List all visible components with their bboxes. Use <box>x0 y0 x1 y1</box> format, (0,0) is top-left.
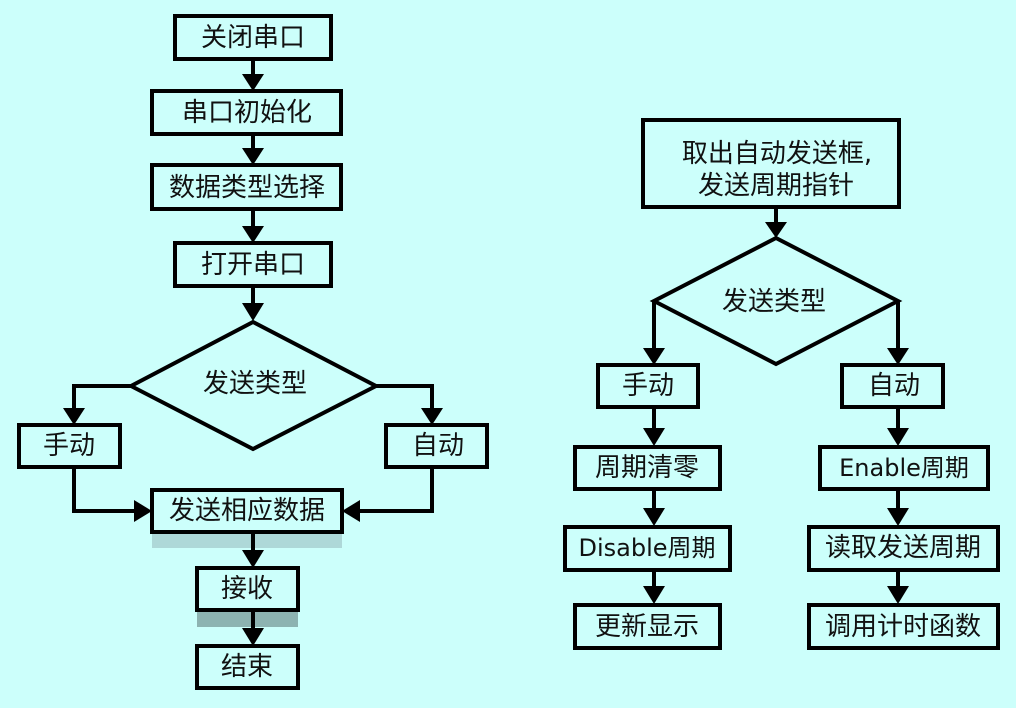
label-disable-period: Disable周期 <box>578 534 715 562</box>
arrow-head <box>887 428 909 446</box>
node-update-display: 更新显示 <box>573 603 722 650</box>
label-auto-right: 自动 <box>868 371 920 401</box>
label-send-type-left: 发送类型 <box>203 369 307 399</box>
arrow-head <box>242 550 264 568</box>
edge-auto-to-send <box>358 467 434 513</box>
label-fetch-line1: 取出自动发送框, <box>682 139 872 169</box>
node-fetch-auto-send: 取出自动发送框, 发送周期指针 <box>641 118 901 209</box>
node-read-period: 读取发送周期 <box>807 525 1000 572</box>
arrow-head <box>421 408 443 425</box>
node-init-port: 串口初始化 <box>150 89 343 136</box>
label-send-type-right: 发送类型 <box>722 287 826 317</box>
node-call-timer: 调用计时函数 <box>807 603 1000 650</box>
decision-send-type-right: 发送类型 <box>649 235 903 367</box>
node-manual-left: 手动 <box>17 423 122 469</box>
arrow-head <box>242 148 264 165</box>
label-init-port: 串口初始化 <box>182 98 312 128</box>
arrow-head <box>242 74 264 91</box>
label-auto-left: 自动 <box>412 431 464 461</box>
right-flowchart: 取出自动发送框, 发送周期指针 发送类型 手动 自动 周期清零 <box>563 118 1000 650</box>
arrow-head <box>242 628 264 646</box>
arrow-head <box>342 500 360 522</box>
label-update-display: 更新显示 <box>595 612 699 642</box>
arrow-head <box>643 508 665 526</box>
label-close-port: 关闭串口 <box>201 23 305 53</box>
label-send-data: 发送相应数据 <box>169 496 325 526</box>
node-auto-left: 自动 <box>384 423 489 469</box>
arrow-head <box>887 508 909 526</box>
arrow-head <box>242 303 264 321</box>
node-close-port: 关闭串口 <box>173 14 333 61</box>
label-data-type-select: 数据类型选择 <box>169 173 325 203</box>
node-send-data: 发送相应数据 <box>150 488 344 534</box>
edge-to-manual <box>72 384 131 410</box>
arrow-head <box>134 500 152 522</box>
arrow-head <box>643 586 665 604</box>
edge-manual-to-send <box>72 467 138 513</box>
arrow-head <box>63 408 85 425</box>
node-auto-right: 自动 <box>840 363 945 409</box>
label-receive: 接收 <box>221 574 273 604</box>
node-end: 结束 <box>195 644 300 690</box>
label-fetch-line2: 发送周期指针 <box>698 171 854 201</box>
node-disable-period: Disable周期 <box>563 525 732 572</box>
label-read-period: 读取发送周期 <box>825 533 981 563</box>
arrow-head <box>643 348 665 365</box>
label-manual-right: 手动 <box>622 371 674 401</box>
label-manual-left: 手动 <box>43 431 95 461</box>
arrow-head <box>242 226 264 243</box>
label-end: 结束 <box>221 652 273 682</box>
shadow-send-data <box>152 532 342 548</box>
arrow-head <box>887 348 909 365</box>
node-data-type-select: 数据类型选择 <box>150 163 343 211</box>
arrow-head <box>887 586 909 604</box>
edge-to-auto <box>376 384 434 410</box>
arrow-head <box>643 428 665 446</box>
node-manual-right: 手动 <box>596 363 700 409</box>
label-call-timer: 调用计时函数 <box>825 612 981 642</box>
decision-send-type-left: 发送类型 <box>126 319 381 452</box>
left-flowchart: 关闭串口 串口初始化 数据类型选择 打开串口 发送类型 <box>17 14 489 690</box>
arrow-head <box>765 222 787 238</box>
shadow-receive <box>197 610 298 627</box>
node-open-port: 打开串口 <box>173 241 333 288</box>
node-period-clear: 周期清零 <box>573 445 722 491</box>
label-enable-period: Enable周期 <box>839 454 969 482</box>
label-period-clear: 周期清零 <box>595 453 699 483</box>
node-enable-period: Enable周期 <box>818 445 990 491</box>
node-receive: 接收 <box>195 566 300 612</box>
label-open-port: 打开串口 <box>201 250 305 280</box>
